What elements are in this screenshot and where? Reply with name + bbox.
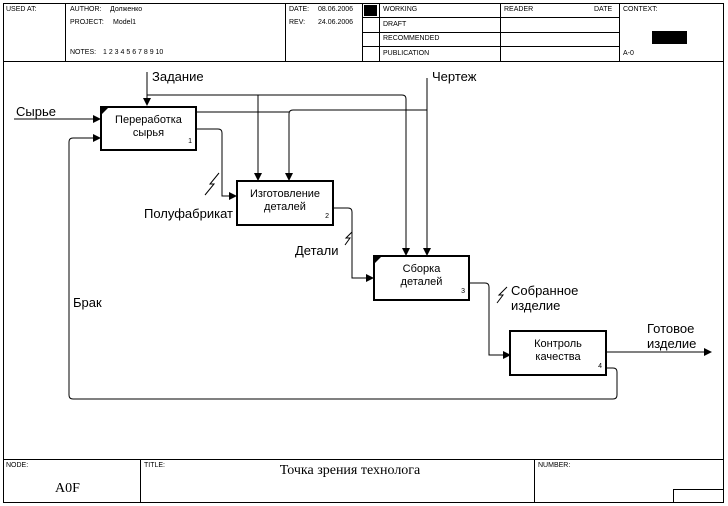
function-box-2[interactable]: Изготовление деталей 2 xyxy=(236,180,334,226)
date-label: DATE: xyxy=(289,6,310,13)
function-box-label: Сборка деталей xyxy=(400,263,443,288)
header-divider xyxy=(362,32,619,33)
box-corner-marker xyxy=(375,257,381,263)
date-value: 08.06.2006 xyxy=(318,6,354,13)
function-box-number: 3 xyxy=(461,288,465,295)
notes-value: 1 2 3 4 5 6 7 8 9 10 xyxy=(103,49,164,56)
label-task: Задание xyxy=(152,69,204,84)
author-label: AUTHOR: xyxy=(70,6,102,13)
reader-label: READER xyxy=(504,6,534,13)
function-box-number: 1 xyxy=(188,138,192,145)
function-box-number: 2 xyxy=(325,213,329,220)
reader-date-label: DATE xyxy=(594,6,613,13)
box-corner-marker xyxy=(102,108,108,114)
project-label: PROJECT: xyxy=(70,19,104,26)
function-box-label: Контроль качества xyxy=(534,338,582,363)
notes-label: NOTES: xyxy=(70,49,97,56)
arrow-parts xyxy=(334,207,374,282)
function-box-3[interactable]: Сборка деталей 3 xyxy=(373,255,470,301)
squiggle-parts xyxy=(344,231,353,246)
label-raw-material: Сырье xyxy=(16,104,56,119)
node-value: A0F xyxy=(55,481,80,496)
project-value: Model1 xyxy=(113,19,136,26)
label-assembled-product: Собранное изделие xyxy=(511,283,579,313)
status-publication: PUBLICATION xyxy=(383,50,430,57)
rev-label: REV: xyxy=(289,19,306,26)
squiggle-semi-product xyxy=(204,172,220,196)
header-divider xyxy=(65,3,66,61)
context-node: A-0 xyxy=(623,50,634,57)
label-finished-product: Готовое изделие xyxy=(647,321,697,351)
rev-value: 24.06.2006 xyxy=(318,19,354,26)
node-label: NODE: xyxy=(6,462,29,469)
title-label: TITLE: xyxy=(144,462,166,469)
number-label: NUMBER: xyxy=(538,462,571,469)
header-bottom-line xyxy=(3,61,724,62)
header-divider xyxy=(619,3,620,61)
diagram-title: Точка зрения технолога xyxy=(279,463,421,478)
arrow-task-branch-3 xyxy=(258,94,410,256)
used-at-label: USED AT: xyxy=(6,6,37,13)
context-thumbnail xyxy=(652,31,687,44)
author-value: Долженко xyxy=(110,6,143,13)
label-semi-product: Полуфабрикат xyxy=(144,206,233,221)
idef0-frame xyxy=(3,3,724,503)
squiggle-assembled xyxy=(496,286,508,304)
function-box-label: Переработка сырья xyxy=(115,114,182,139)
footer-divider xyxy=(140,459,141,503)
footer-top-line xyxy=(3,459,724,460)
function-box-1[interactable]: Переработка сырья 1 xyxy=(100,106,197,151)
arrow-reject-feedback xyxy=(68,134,618,400)
header-divider xyxy=(362,17,619,18)
arrow-assembled xyxy=(470,282,511,359)
label-drawing: Чертеж xyxy=(432,69,477,84)
function-box-4[interactable]: Контроль качества 4 xyxy=(509,330,607,376)
label-reject: Брак xyxy=(73,295,102,310)
page-box xyxy=(673,489,724,503)
status-draft: DRAFT xyxy=(383,21,407,28)
label-parts: Детали xyxy=(295,243,339,258)
context-label: CONTEXT: xyxy=(623,6,658,13)
header-divider xyxy=(285,3,286,61)
header-divider xyxy=(362,46,619,47)
function-box-number: 4 xyxy=(598,363,602,370)
status-working: WORKING xyxy=(383,6,418,13)
working-status-marker xyxy=(364,5,377,16)
footer-divider xyxy=(534,459,535,503)
status-recommended: RECOMMENDED xyxy=(383,35,440,42)
arrow-semi-product xyxy=(197,128,237,200)
function-box-label: Изготовление деталей xyxy=(249,188,321,213)
arrow-drawing-branch-2 xyxy=(285,109,427,181)
